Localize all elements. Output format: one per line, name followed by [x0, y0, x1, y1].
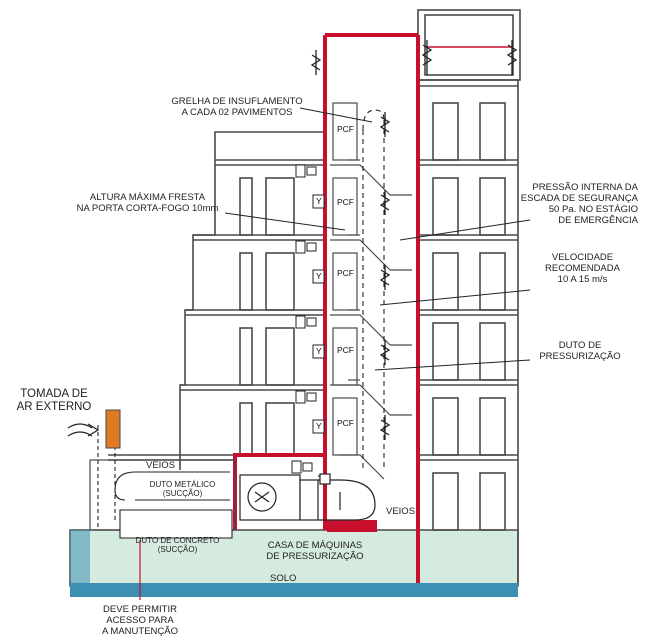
label-velocidade-l2: RECOMENDADA	[545, 263, 620, 274]
label-velocidade-l1: VELOCIDADE	[551, 252, 614, 263]
label-duto-press-l1: DUTO DE	[558, 340, 602, 351]
label-veios-left: VEIOS	[146, 460, 176, 471]
label-altura-l2: NA PORTA CORTA-FOGO 10mm	[76, 203, 219, 214]
y-label-3: Y	[316, 346, 322, 356]
label-solo: SOLO	[270, 573, 297, 584]
left-building	[108, 131, 325, 470]
pcf-label-1: PCF	[337, 124, 354, 134]
grilles	[379, 112, 391, 440]
label-deve-l1: DEVE PERMITIR	[103, 604, 177, 615]
ground-soil	[69, 529, 519, 587]
machine-room	[89, 453, 377, 532]
label-casa: CASA DE MÁQUINAS DE PRESSURIZAÇÃO	[260, 540, 370, 562]
foundation-base	[70, 583, 518, 597]
label-deve-l2: ACESSO PARA	[106, 615, 174, 626]
label-pressao: PRESSÃO INTERNA DA ESCADA DE SEGURANÇA 5…	[520, 182, 638, 226]
pcf-label-4: PCF	[337, 345, 354, 355]
pcf-doors	[332, 102, 358, 456]
pcf-label-2: PCF	[337, 197, 354, 207]
label-duto-concreto-l1: DUTO DE CONCRETO	[135, 536, 220, 545]
intake-arrow	[67, 423, 100, 437]
suction-ducts	[97, 425, 233, 539]
label-duto-metalico-l2: (SUCÇÃO)	[162, 489, 203, 498]
label-duto-concreto-l2: (SUCÇÃO)	[157, 545, 198, 554]
label-tomada-l1: TOMADA DE	[20, 388, 88, 400]
label-velocidade: VELOCIDADE RECOMENDADA 10 A 15 m/s	[530, 252, 635, 285]
label-duto-concreto: DUTO DE CONCRETO (SUCÇÃO)	[125, 536, 230, 554]
label-pressao-l3: 50 Pa. NO ESTÁGIO	[548, 204, 638, 215]
air-intake	[105, 409, 121, 449]
label-deve-l3: A MANUTENÇÃO	[101, 626, 178, 637]
label-casa-l2: DE PRESSURIZAÇÃO	[266, 551, 364, 562]
y-label-2: Y	[316, 271, 322, 281]
label-tomada: TOMADA DE AR EXTERNO	[4, 388, 104, 414]
label-casa-l1: CASA DE MÁQUINAS	[267, 540, 363, 551]
label-duto-metalico-l1: DUTO METÁLICO	[149, 480, 216, 489]
roof-vents	[310, 40, 518, 75]
pcf-label-3: PCF	[337, 268, 354, 278]
label-grelha-l2: A CADA 02 PAVIMENTOS	[181, 107, 293, 118]
y-label-4: Y	[316, 421, 322, 431]
label-veios-right: VEIOS	[386, 506, 416, 517]
label-duto-press: DUTO DE PRESSURIZAÇÃO	[525, 340, 635, 362]
label-pressao-l1: PRESSÃO INTERNA DA	[532, 182, 638, 193]
pressurization-duct	[362, 109, 385, 470]
label-tomada-l2: AR EXTERNO	[16, 401, 92, 413]
label-grelha: GRELHA DE INSUFLAMENTO A CADA 02 PAVIMEN…	[162, 96, 312, 118]
label-altura: ALTURA MÁXIMA FRESTA NA PORTA CORTA-FOGO…	[60, 192, 235, 214]
label-duto-metalico: DUTO METÁLICO (SUCÇÃO)	[140, 480, 225, 498]
label-pressao-l4: DE EMERGÊNCIA	[558, 215, 638, 226]
ground-left-edge	[70, 530, 90, 585]
y-label-1: Y	[316, 196, 322, 206]
alarm-devices	[291, 164, 325, 474]
label-duto-press-l2: PRESSURIZAÇÃO	[539, 351, 621, 362]
stairs	[330, 159, 412, 480]
label-deve: DEVE PERMITIR ACESSO PARA A MANUTENÇÃO	[95, 604, 185, 637]
label-grelha-l1: GRELHA DE INSUFLAMENTO	[171, 96, 303, 107]
pcf-label-5: PCF	[337, 418, 354, 428]
label-pressao-l2: ESCADA DE SEGURANÇA	[520, 193, 638, 204]
label-altura-l1: ALTURA MÁXIMA FRESTA	[89, 192, 206, 203]
label-velocidade-l3: 10 A 15 m/s	[557, 274, 608, 285]
stair-shaft	[323, 33, 420, 583]
fan-unit	[239, 473, 376, 521]
